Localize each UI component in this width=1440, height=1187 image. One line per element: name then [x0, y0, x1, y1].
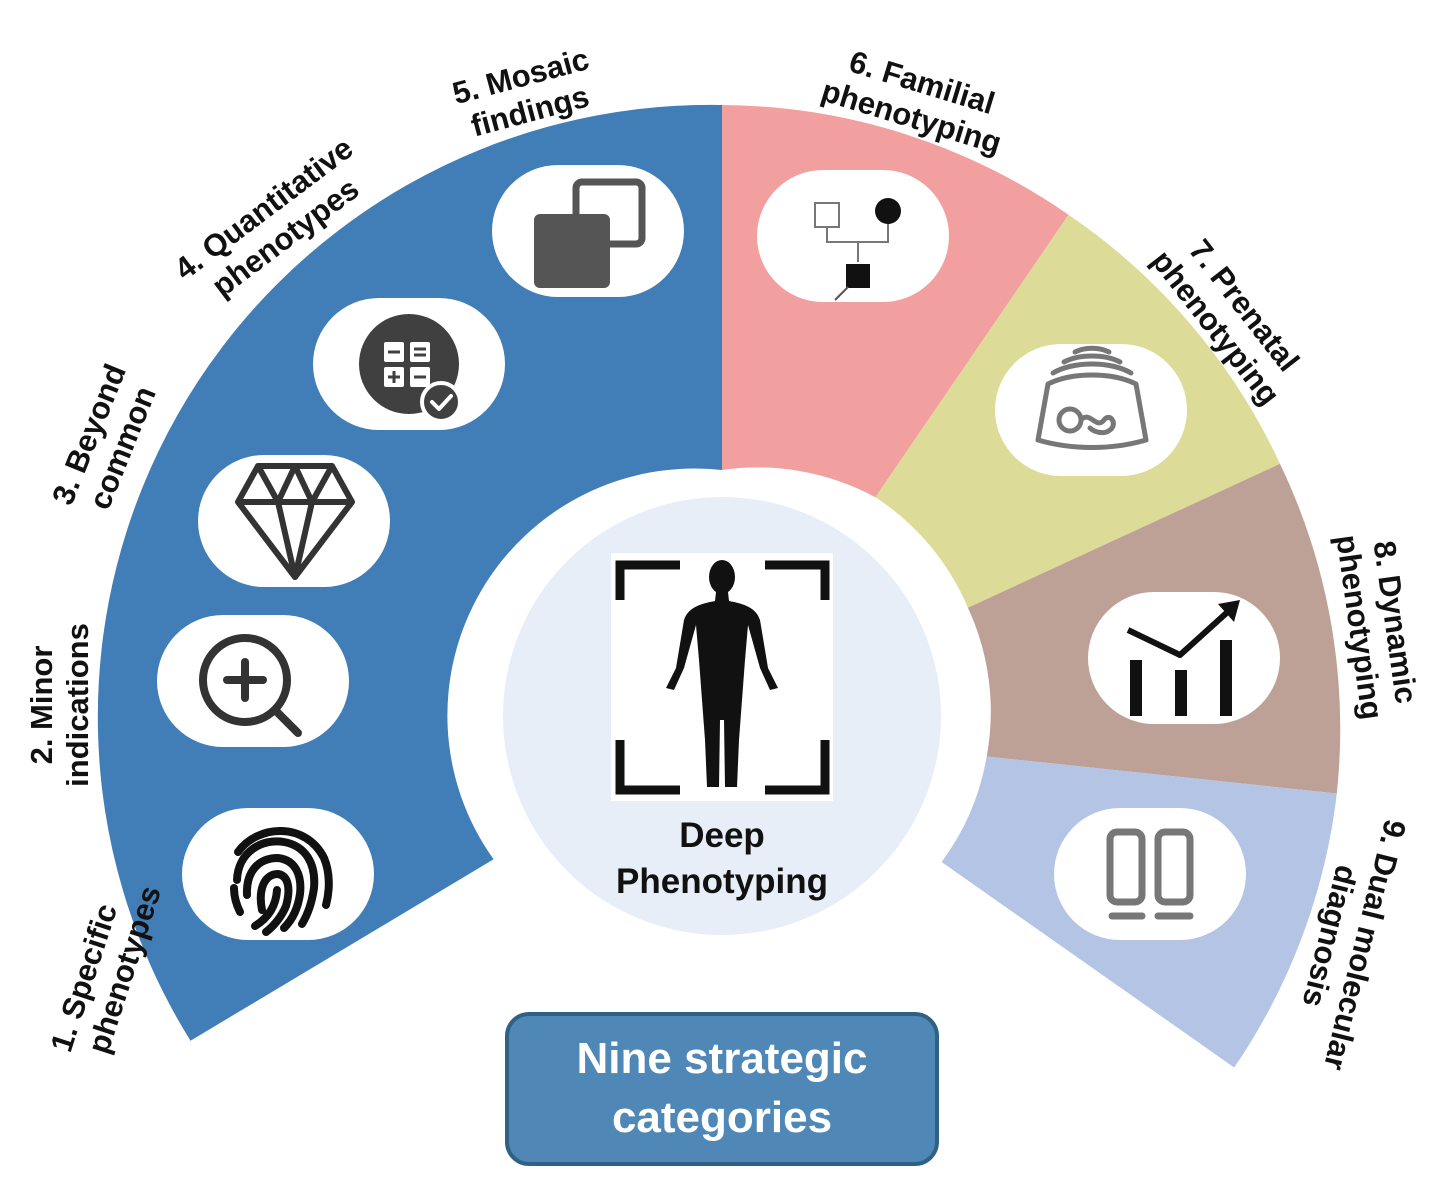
- pill-beyond-common: [198, 455, 390, 587]
- diamond-icon: [235, 463, 355, 580]
- pill-minor-indications: [157, 615, 349, 747]
- pill-mosaic-findings: [492, 165, 684, 297]
- pill-familial-phenotyping: [757, 170, 949, 302]
- pill-quantitative-phenotypes: [313, 298, 505, 430]
- human-body-icon: [611, 553, 833, 801]
- category-2-label-line2: indications: [60, 623, 95, 787]
- center-label-line1: Deep: [679, 816, 765, 855]
- box-label-line1: Nine strategic: [577, 1034, 868, 1083]
- pill-dynamic-phenotyping: [1088, 592, 1280, 724]
- center-label-line2: Phenotyping: [616, 862, 828, 901]
- ultrasound-icon: [1035, 345, 1149, 450]
- nine-categories-box: Nine strategic categories: [505, 1012, 939, 1166]
- fingerprint-icon: [230, 827, 333, 936]
- pill-specific-phenotypes: [182, 808, 374, 940]
- trend-chart-icon: [1126, 600, 1240, 716]
- segment-blue-categories-1-5: [97, 104, 722, 1041]
- center-hub: Deep Phenotyping: [485, 479, 959, 953]
- category-2-label-line1: 2. Minor: [24, 646, 59, 765]
- magnifier-plus-icon: [199, 634, 302, 737]
- overlapping-squares-icon: [534, 178, 646, 288]
- pedigree-icon: [814, 198, 901, 301]
- icon-pills: [157, 165, 1280, 940]
- box-label-line2: categories: [612, 1093, 832, 1142]
- dual-tubes-icon: [1106, 828, 1194, 920]
- calculator-check-icon: [359, 314, 462, 423]
- pill-dual-molecular-diagnosis: [1054, 808, 1246, 940]
- pill-prenatal-phenotyping: [995, 344, 1187, 476]
